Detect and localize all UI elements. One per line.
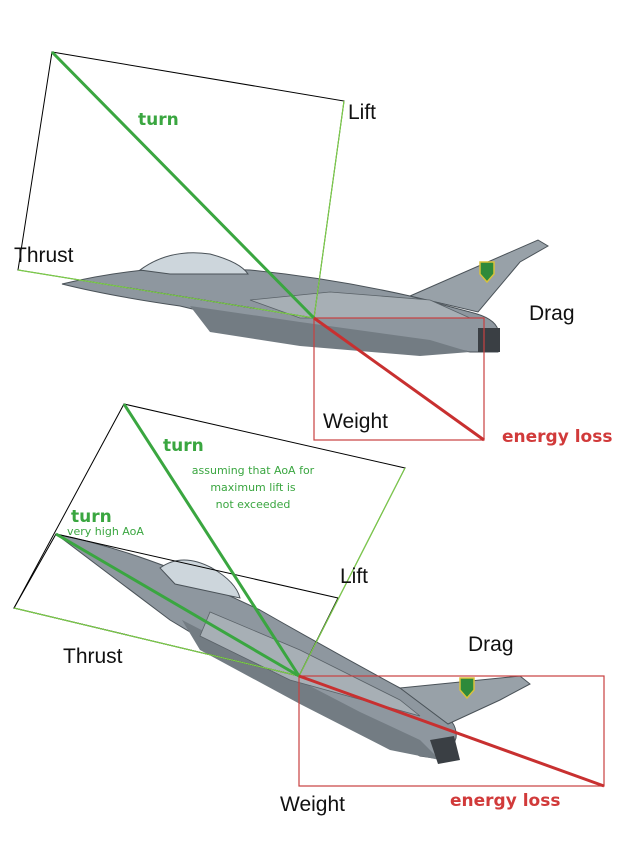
bottom-lift-label: Lift <box>340 565 369 588</box>
bottom-diagram <box>13 403 605 788</box>
bottom-lift-vector <box>298 467 406 677</box>
top-thrust-label: Thrust <box>14 244 74 267</box>
bottom-turn-label-high-aoa: turn <box>71 507 112 527</box>
bottom-thrust-label: Thrust <box>63 645 123 668</box>
bottom-note-line-1: assuming that AoA for <box>191 464 315 477</box>
top-drag-weight-box <box>313 317 485 441</box>
bottom-note-line-3: not exceeded <box>215 498 291 511</box>
top-weight-label: Weight <box>323 410 388 433</box>
top-lift-vector <box>313 100 345 319</box>
bottom-aircraft-illustration <box>55 533 531 764</box>
top-drag-label: Drag <box>529 302 575 325</box>
top-thrust-vector <box>17 269 315 319</box>
bottom-assumption-note: assuming that AoA for maximum lift is no… <box>183 462 323 513</box>
top-turn-resultant <box>50 50 316 320</box>
top-turn-label: turn <box>138 110 179 130</box>
top-diagram <box>17 50 549 442</box>
top-energy-loss-label: energy loss <box>502 427 613 447</box>
bottom-note-line-2: maximum lift is <box>210 481 296 494</box>
bottom-energy-loss-label: energy loss <box>450 791 561 811</box>
bottom-turn-label-max-lift: turn <box>163 436 204 456</box>
bottom-turn-resultant-max-lift <box>122 403 301 677</box>
bottom-high-aoa-label: very high AoA <box>67 525 144 538</box>
top-lift-label: Lift <box>348 101 377 124</box>
bottom-drag-weight-box <box>298 675 605 787</box>
top-energy-loss-vector <box>313 316 485 442</box>
bottom-weight-label: Weight <box>280 793 345 816</box>
bottom-thrust-vector <box>13 607 300 677</box>
bottom-energy-loss-vector <box>298 674 605 788</box>
top-aircraft-illustration <box>61 239 549 356</box>
bottom-drag-label: Drag <box>468 633 514 656</box>
bottom-turn-resultant-high-aoa <box>55 532 300 678</box>
